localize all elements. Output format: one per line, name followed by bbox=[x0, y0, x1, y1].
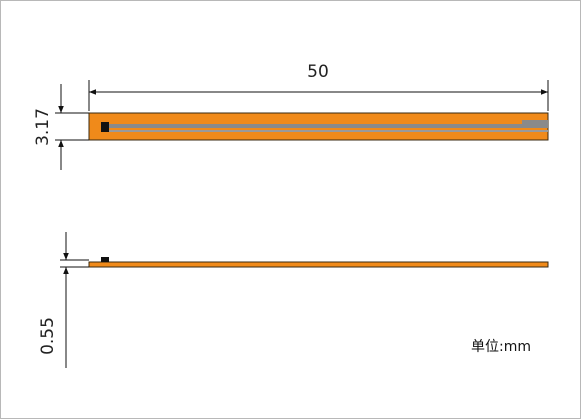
top-view: 50 3.17 bbox=[33, 62, 549, 170]
trace-top bbox=[108, 124, 548, 128]
unit-label: 单位:mm bbox=[471, 339, 531, 355]
contact-pad-top bbox=[101, 122, 109, 132]
width-label: 3.17 bbox=[33, 108, 53, 146]
thickness-label: 0.55 bbox=[38, 317, 58, 355]
contact-pad-side bbox=[101, 257, 109, 262]
length-label: 50 bbox=[307, 62, 329, 82]
strip-side bbox=[88, 261, 549, 268]
trace-end bbox=[522, 120, 548, 124]
trace-bottom bbox=[108, 130, 548, 132]
side-view: 0.55 bbox=[38, 232, 549, 368]
